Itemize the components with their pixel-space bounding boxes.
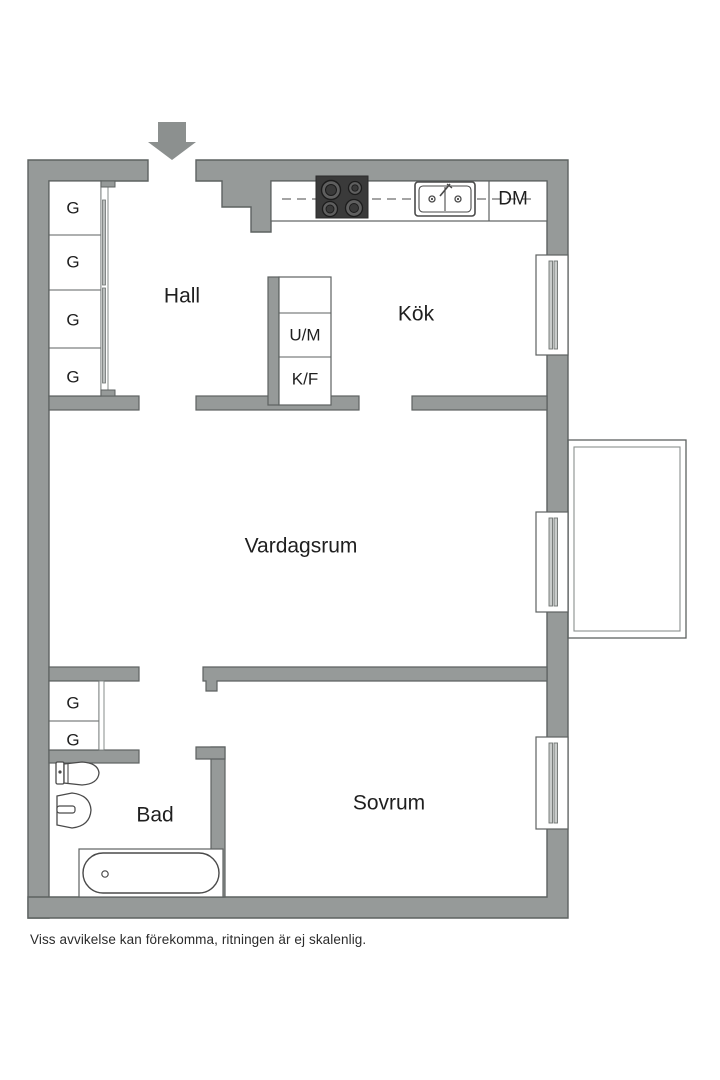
bathroom-closets: G G: [48, 680, 105, 751]
toilet-icon: [55, 761, 100, 786]
kitchen-counter: DM: [270, 180, 548, 222]
appliance-label-dishwasher: DM: [498, 189, 528, 210]
disclaimer-text: Viss avvikelse kan förekomma, ritningen …: [30, 932, 367, 947]
closet-label-hall-2: G: [66, 253, 79, 272]
entrance-arrow: [148, 122, 196, 160]
room-label-kok: Kök: [398, 303, 435, 326]
room-label-sovrum: Sovrum: [353, 792, 425, 815]
closet-label-hall-3: G: [66, 311, 79, 330]
closet-label-hall-1: G: [66, 199, 79, 218]
room-label-vardagsrum: Vardagsrum: [245, 535, 358, 558]
washbasin-icon: [56, 792, 92, 829]
closet-label-hall-4: G: [66, 368, 79, 387]
sink-icon: [414, 181, 476, 217]
center-column-closets: U/M K/F: [278, 276, 332, 406]
room-label-hall: Hall: [164, 285, 200, 308]
bathtub-icon: [78, 848, 224, 898]
closet-label-kf: K/F: [292, 370, 318, 389]
room-label-bad: Bad: [136, 804, 173, 827]
closet-label-bath-2: G: [66, 731, 79, 750]
stove-icon: [315, 175, 369, 219]
balcony: [567, 439, 687, 639]
window-living-right: [535, 511, 569, 613]
hall-closets: G G G G: [48, 180, 116, 397]
window-bedroom-right: [535, 736, 569, 830]
window-kitchen-right: [535, 254, 569, 356]
closet-label-bath-1: G: [66, 694, 79, 713]
closet-label-um: U/M: [289, 326, 320, 345]
